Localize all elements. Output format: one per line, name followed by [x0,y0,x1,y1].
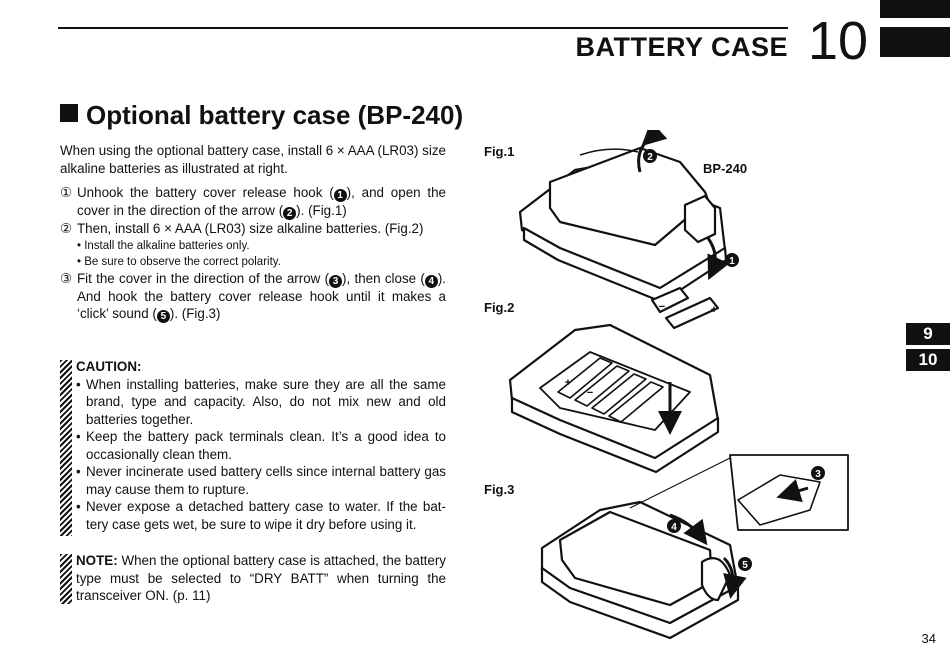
fig3-label: Fig.3 [484,482,515,497]
callout-5-icon [738,557,752,571]
step-1: ① Unhook the battery cover release hook … [60,184,446,220]
section-title: Optional battery case (BP-240) [60,100,463,131]
callout-2-icon [643,149,657,163]
step-number: ① [60,185,73,200]
square-bullet-icon [60,104,78,122]
step-text: ). And hook the battery cover release ho… [77,270,447,322]
callout-4-label: 4 [671,522,677,533]
side-tab-9[interactable]: 9 [906,323,950,345]
plus-mark: + [711,304,717,316]
fig1-illustration [518,130,730,304]
callout-5-label: 5 [742,560,748,571]
caution-item: •Never expose a detached battery case to… [76,499,446,532]
step-text: ), and open the cover in the direction o… [77,185,446,218]
step-note: • Be sure to observe the correct polarit… [77,255,281,268]
caution-hatch-marker [60,360,72,536]
caution-item: •Keep the battery pack terminals clean. … [76,429,446,462]
chapter-bar [880,27,950,57]
step-text: ). (Fig.1) [296,203,347,218]
step-text: ), then close ( [342,270,425,286]
callout-badge: 3 [329,274,343,288]
note-block: NOTE: When the optional battery case is … [76,552,446,605]
steps-list: ① Unhook the battery cover release hook … [60,184,446,323]
minus-mark: − [587,387,593,399]
caution-item-text: Never incinerate used battery cells sinc… [86,464,446,497]
callout-badge: 1 [333,189,347,202]
callout-1-label: 1 [729,256,735,267]
caution-item: •When installing batteries, make sure th… [76,376,446,427]
note-label: NOTE: [76,553,118,568]
fig2-illustration [508,286,720,474]
polarity-marks: − + + − [565,301,717,399]
callout-badge: 5 [156,310,170,323]
callout-badge: 2 [283,207,297,220]
step-note: • Install the alkaline batteries only. [77,239,250,252]
chapter-title: BATTERY CASE [575,32,788,62]
side-tab-10[interactable]: 10 [906,349,950,371]
step-number: ② [60,221,73,236]
callout-3-label: 3 [815,469,821,480]
fig3-illustration [540,454,849,640]
caution-item-text: When installing batteries, make sure the… [86,376,446,427]
caution-item-text: Keep the battery pack terminals clean. I… [86,429,446,462]
callout-4-icon [667,519,681,533]
step-text: Unhook the battery cover release hook ( [77,185,334,200]
model-label: BP-240 [703,161,748,176]
chapter-bar-top [880,0,950,18]
section-title-text: Optional battery case (BP-240) [86,100,464,130]
chapter-number: 10 [808,11,869,71]
plus-mark: + [565,377,571,389]
step-text: ). (Fig.3) [169,306,221,321]
minus-mark: − [659,301,665,313]
caution-block: CAUTION: •When installing batteries, mak… [60,358,446,533]
callout-3-icon [811,466,825,480]
step-number: ③ [60,270,73,286]
fig1-label: Fig.1 [484,144,515,159]
callout-1-icon [725,253,739,267]
battery-case-illustrations: 2 1 − + + − 3 4 5 [508,130,849,640]
note-text: When the optional battery case is attach… [76,553,446,603]
step-2: ② Then, install 6 × AAA (LR03) size alka… [60,220,446,270]
header-rule [58,27,788,29]
intro-paragraph: When using the optional battery case, in… [60,143,446,176]
page-number: 34 [921,631,936,646]
caution-item-text: Never expose a detached battery case to … [86,499,446,532]
step-text: Fit the cover in the direction of the ar… [77,270,330,286]
step-3: ③ Fit the cover in the direction of the … [60,270,447,323]
callout-2-label: 2 [647,152,653,163]
note-hatch-marker [60,554,72,604]
fig2-label: Fig.2 [484,300,515,315]
callout-badge: 4 [424,274,438,288]
caution-heading: CAUTION: [76,359,142,374]
caution-item: •Never incinerate used battery cells sin… [76,464,446,497]
step-text: Then, install 6 × AAA (LR03) size alkali… [77,221,424,236]
